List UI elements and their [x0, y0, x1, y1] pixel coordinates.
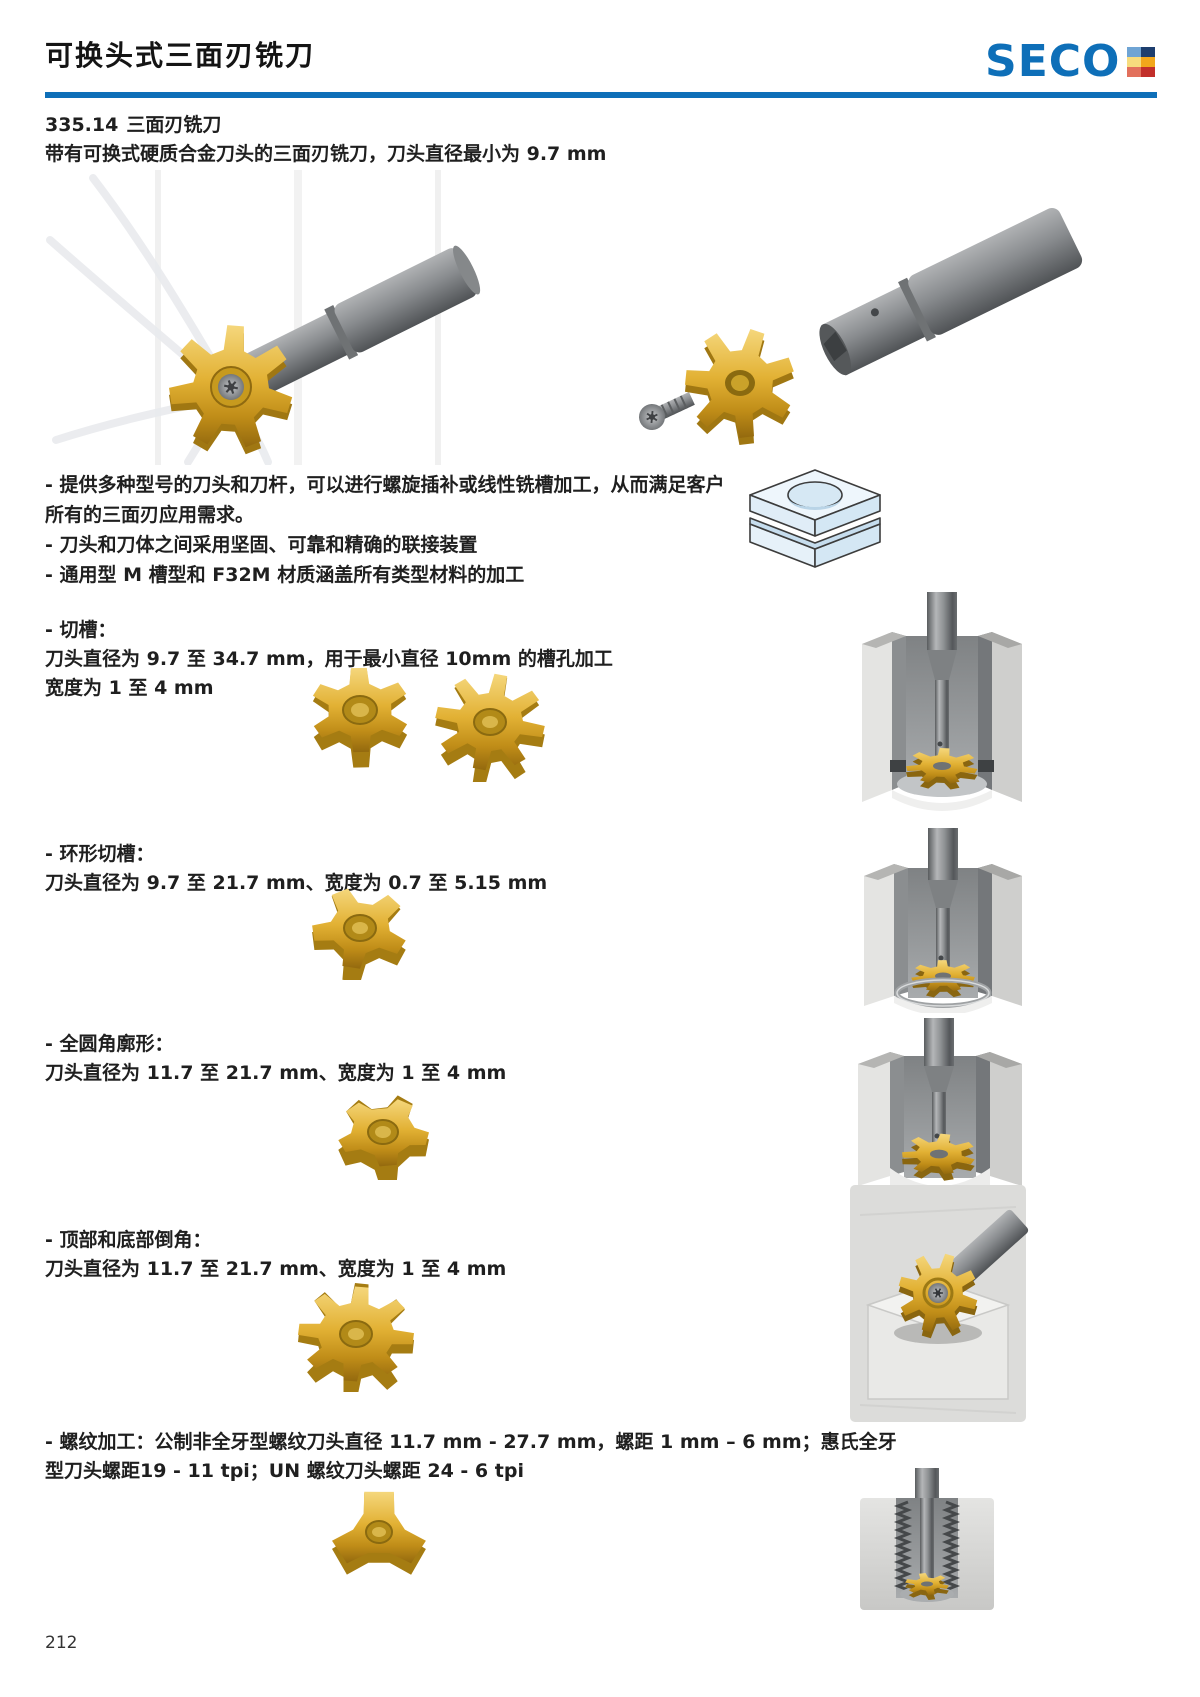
feature-item: - 提供多种型号的刀头和刀杆，可以进行螺旋插补或线性铣槽加工，从而满足客户 [45, 474, 725, 496]
logo-square [1127, 67, 1142, 77]
section-name: 三面刃铣刀 [126, 114, 222, 136]
cutter-head-illustration [169, 325, 293, 455]
logo-square [1127, 47, 1142, 57]
tool-shank [819, 208, 1083, 376]
thread-profile-right [941, 1500, 961, 1592]
section-heading: - 螺纹加工： [45, 1431, 155, 1453]
application-image-circlip [864, 828, 1022, 1013]
section-heading: - 环形切槽： [45, 843, 155, 865]
section-text: 刀头直径为 9.7 至 34.7 mm，用于最小直径 10mm 的槽孔加工 [45, 648, 613, 670]
section-threading: - 螺纹加工：公制非全牙型螺纹刀头直径 11.7 mm - 27.7 mm，螺距… [45, 1428, 897, 1486]
cutter-head-chamfer [298, 1283, 414, 1392]
cutter-head-illustration [685, 329, 794, 445]
section-chamfer: - 顶部和底部倒角： 刀头直径为 11.7 至 21.7 mm、宽度为 1 至 … [45, 1226, 506, 1284]
feature-item: - 刀头和刀体之间采用坚固、可靠和精确的联接装置 [45, 534, 478, 556]
section-number-line: 335.14 三面刃铣刀 [45, 110, 221, 137]
section-heading: - 切槽： [45, 619, 117, 641]
feature-item: - 通用型 M 槽型和 F32M 材质涵盖所有类型材料的加工 [45, 564, 525, 586]
seco-logo-text: SECO [985, 36, 1121, 87]
cutter-head-threading [332, 1491, 426, 1575]
section-text: 宽度为 1 至 4 mm [45, 677, 214, 699]
product-photo-assembled-cutter [46, 170, 481, 465]
section-text: 刀头直径为 9.7 至 21.7 mm、宽度为 0.7 至 5.15 mm [45, 872, 548, 894]
thread-profile-left [893, 1500, 913, 1592]
section-text: - 螺纹加工：公制非全牙型螺纹刀头直径 11.7 mm - 27.7 mm，螺距… [45, 1428, 897, 1457]
cutter-head-full-radius [338, 1095, 429, 1180]
clamp-screw-icon [639, 392, 695, 430]
workpiece-plates-illustration [749, 469, 881, 568]
section-text: 刀头直径为 11.7 至 21.7 mm、宽度为 1 至 4 mm [45, 1258, 507, 1280]
feature-list: - 提供多种型号的刀头和刀杆，可以进行螺旋插补或线性铣槽加工，从而满足客户 所有… [45, 470, 725, 590]
section-text: 公制非全牙型螺纹刀头直径 11.7 mm - 27.7 mm，螺距 1 mm –… [154, 1431, 897, 1453]
cutter-head-illustration [905, 1573, 949, 1600]
application-image-full-radius [858, 1018, 1022, 1193]
header-divider [45, 92, 1157, 98]
tool-shank [940, 1209, 1029, 1294]
section-code: 335.14 [45, 114, 119, 136]
section-circlip-grooving: - 环形切槽： 刀头直径为 9.7 至 21.7 mm、宽度为 0.7 至 5.… [45, 840, 547, 898]
application-image-threading [860, 1468, 994, 1610]
logo-square [1141, 47, 1156, 57]
section-text: 型刀头螺距19 - 11 tpi；UN 螺纹刀头螺距 24 - 6 tpi [45, 1460, 524, 1482]
logo-square [1127, 57, 1142, 67]
application-image-slotting [862, 592, 1022, 811]
section-slotting: - 切槽： 刀头直径为 9.7 至 34.7 mm，用于最小直径 10mm 的槽… [45, 616, 613, 703]
application-image-chamfer [850, 1185, 1029, 1422]
product-photo-exploded-view [639, 208, 1083, 445]
cutter-head-illustration [902, 1133, 975, 1181]
product-description: 带有可换式硬质合金刀头的三面刃铣刀，刀头直径最小为 9.7 mm [45, 143, 607, 165]
seco-logo: SECO [985, 36, 1156, 87]
cutter-head-illustration [906, 748, 978, 790]
section-text: 刀头直径为 11.7 至 21.7 mm、宽度为 1 至 4 mm [45, 1062, 507, 1084]
cutter-head-illustration [898, 1253, 978, 1339]
tool-shank [240, 245, 481, 398]
page-number: 212 [45, 1633, 78, 1653]
cutter-head-circlip [312, 888, 406, 980]
logo-square [1141, 57, 1156, 67]
seco-logo-mark-icon [1127, 47, 1156, 77]
feature-item: 所有的三面刃应用需求。 [45, 504, 255, 526]
cutter-heads-slotting [312, 667, 545, 782]
section-heading: - 全圆角廓形： [45, 1033, 174, 1055]
section-full-radius: - 全圆角廓形： 刀头直径为 11.7 至 21.7 mm、宽度为 1 至 4 … [45, 1030, 506, 1088]
section-heading: - 顶部和底部倒角： [45, 1229, 212, 1251]
page-title: 可换头式三面刃铣刀 [45, 39, 316, 72]
logo-square [1141, 67, 1156, 77]
